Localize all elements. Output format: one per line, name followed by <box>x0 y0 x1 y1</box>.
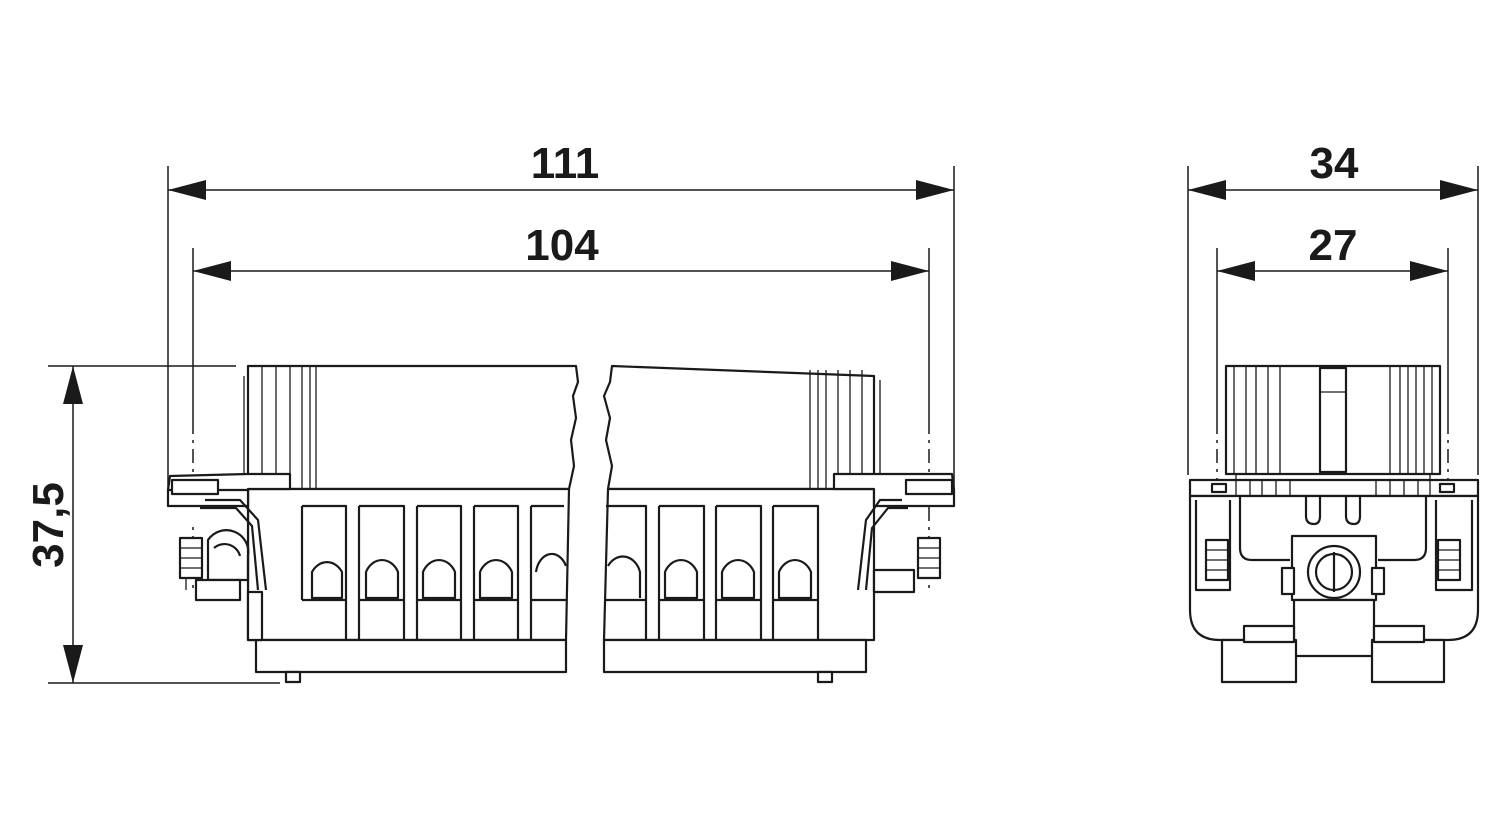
front-view-left-half <box>166 364 580 684</box>
dim-height: 37,5 <box>24 365 280 684</box>
dim-overall-width: 34 <box>1187 139 1479 475</box>
contact-chambers-right <box>606 504 820 640</box>
dim-label-37-5: 37,5 <box>24 482 73 568</box>
right-flange <box>832 472 956 640</box>
front-view <box>166 364 956 684</box>
dim-label-27: 27 <box>1309 221 1358 270</box>
dim-overall-length: 111 <box>167 139 955 490</box>
dim-label-34: 34 <box>1310 139 1359 188</box>
dim-inner-length: 104 <box>192 221 930 420</box>
ground-screw <box>1280 534 1386 602</box>
dim-inner-width: 27 <box>1216 221 1449 420</box>
dim-label-111: 111 <box>531 139 600 188</box>
front-view-right-half <box>602 364 956 684</box>
dim-label-104: 104 <box>525 221 599 270</box>
side-view <box>1188 364 1480 684</box>
contact-chambers-left <box>300 504 568 640</box>
left-flange <box>166 472 292 642</box>
